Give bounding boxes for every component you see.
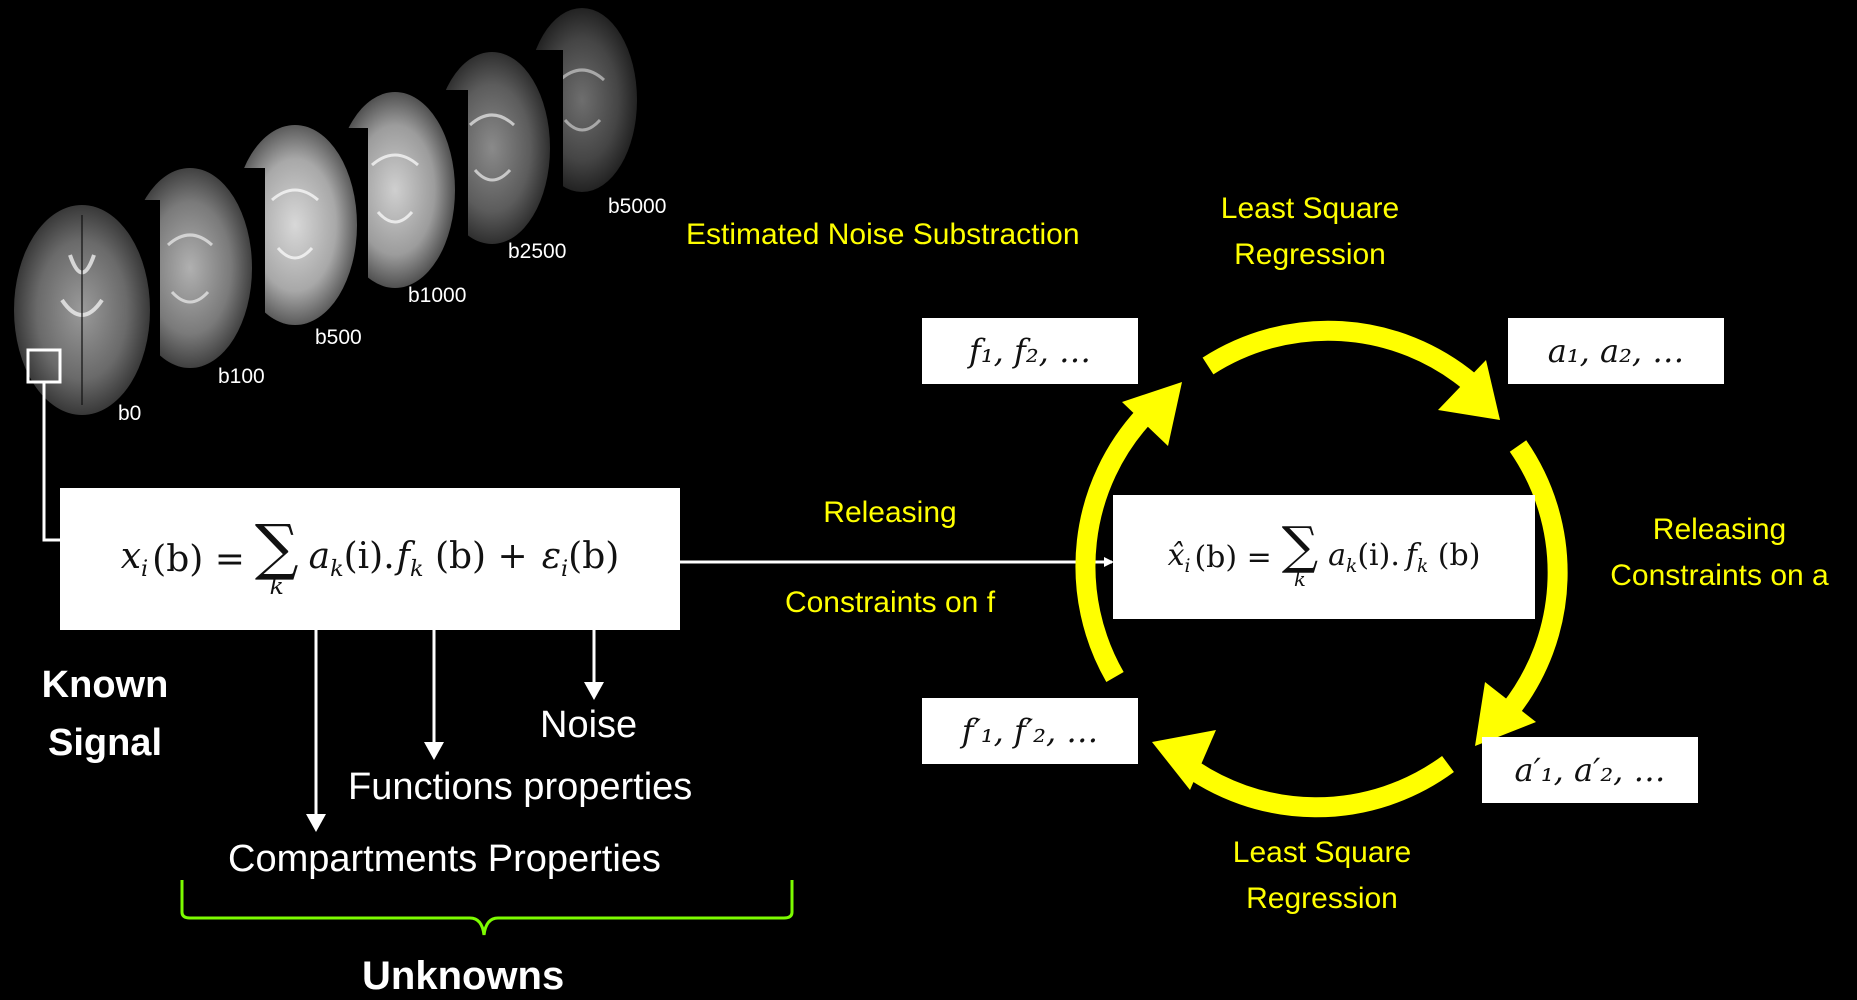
a-prime-parameters-box: a′₁, a′₂, … [1482,737,1698,803]
regression-cycle [1075,320,1568,818]
bvalue-label-b100: b100 [218,365,265,388]
f-prime-parameters-box: f′₁, f′₂, … [922,698,1138,764]
cycle-arc-right [1502,440,1568,717]
bvalue-label-b5000: b5000 [608,195,667,218]
center-eq-compartment-term: ak(i). [1328,537,1400,577]
cycle-arrowhead-bottom [1152,730,1216,790]
eq-lhs: xi [120,535,149,583]
releasing-a-label: Releasing Constraints on a [1610,513,1829,592]
eq-summation: ∑ k [254,511,299,600]
cycle-arc-bottom [1175,754,1454,818]
f-parameters-box: f₁, f₂, … [922,318,1138,384]
compartments-properties-label: Compartments Properties [228,838,661,880]
cycle-arrowhead-top [1438,360,1500,420]
estimated-noise-label: Estimated Noise Substraction [686,218,1080,251]
bvalue-label-b0: b0 [118,402,142,425]
brain-slice-b0 [10,200,160,425]
brain-image-stack [10,8,650,425]
known-signal-label: Known Signal [41,664,169,764]
voxel-connector-line [42,382,60,542]
a-parameters-box: a₁, a₂, … [1508,318,1724,384]
eq-compartment-term: ak(i). [308,535,395,583]
unknowns-label: Unknowns [362,954,565,998]
releasing-f-label: Releasing Constraints on f [784,496,996,619]
unknowns-brace [180,880,794,936]
center-eq-summation: ∑ k [1281,517,1319,592]
lsr-bottom-label: Least Square Regression [1232,836,1412,915]
bvalue-label-b1000: b1000 [408,284,467,307]
arrow-to-compartments [312,598,318,818]
center-eq-function-term: fk (b) [1405,537,1481,577]
arrow-head-compartments [306,814,326,832]
cycle-arc-left [1075,408,1153,682]
bvalue-label-b500: b500 [315,326,362,349]
lsr-top-label: Least Square Regression [1220,192,1400,271]
functions-properties-label: Functions properties [348,766,693,808]
eq-lhs-arg: (b) = [152,538,245,580]
arrow-head-noise [584,682,604,700]
signal-equation-box: xi (b) = ∑ k ak(i). fk (b) + εi(b) [60,488,680,630]
cycle-arc-top [1202,320,1477,390]
bvalue-label-b2500: b2500 [508,240,567,263]
cycle-arrowhead-right [1475,682,1536,746]
eq-noise-term: εi(b) [541,535,620,583]
center-eq-lhs-arg: (b) = [1194,539,1272,575]
noise-label: Noise [540,704,638,746]
estimated-signal-equation-box: x̂i (b) = ∑ k ak(i). fk (b) [1113,495,1535,619]
arrow-head-functions [424,742,444,760]
eq-function-term: fk (b) + [396,535,528,583]
center-eq-lhs: x̂i [1167,537,1191,577]
cycle-arrowhead-left [1122,382,1182,446]
